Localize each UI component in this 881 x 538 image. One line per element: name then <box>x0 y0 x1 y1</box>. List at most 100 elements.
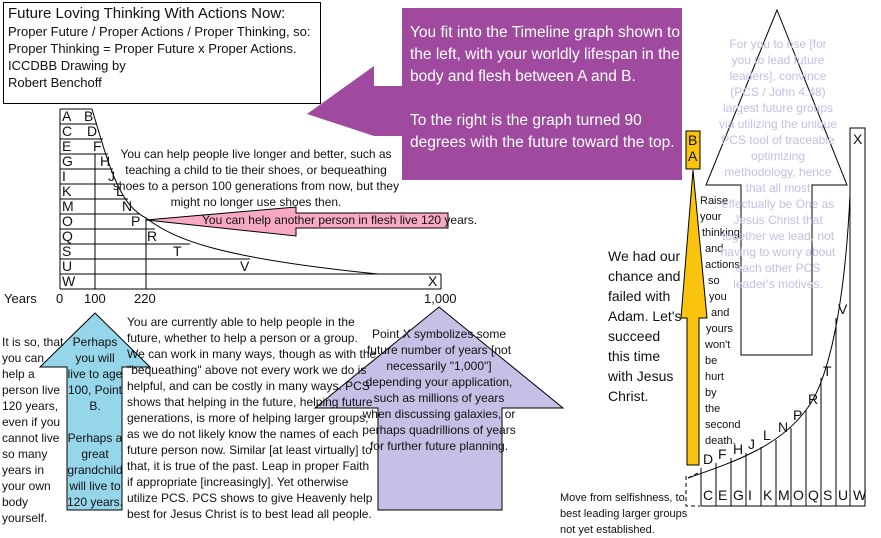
blue-arrow-text-1: Perhaps you will live to age 100, Point … <box>67 335 123 413</box>
timeline-letter-b: B <box>84 108 94 124</box>
timeline-grid <box>59 108 442 290</box>
rotated-letter-h: H <box>733 441 744 457</box>
tick-label: 100 <box>84 291 106 306</box>
timeline-letter-l: L <box>116 183 124 199</box>
help-note: You can help people live longer and bett… <box>112 147 400 209</box>
tick-label: 1,000 <box>424 291 457 306</box>
timeline-letter-k: K <box>62 183 72 199</box>
white-arrow-text: For you to rise [for you to lead future … <box>718 37 838 291</box>
raise-note-word: by <box>705 387 717 399</box>
raise-note-word: you <box>709 291 727 303</box>
rotated-letter-g: G <box>733 487 744 503</box>
raise-note-word: the <box>705 403 721 415</box>
rotated-letter-r: R <box>808 391 819 407</box>
timeline-letter-g: G <box>62 153 73 169</box>
title-line: Proper Thinking = Proper Future x Proper… <box>8 41 297 56</box>
adam-note: We had our chance and failed with Adam. … <box>608 248 682 404</box>
rotated-letter-f: F <box>718 446 727 462</box>
lavender-arrow <box>313 306 565 511</box>
pink-arrow <box>145 206 449 237</box>
raise-note-word: thinking <box>702 227 740 239</box>
tick-label: 0 <box>56 291 64 306</box>
timeline-letter-d: D <box>87 123 98 139</box>
diagram-shapes <box>38 8 866 511</box>
raise-note: Raise your thinking and actions so you and yours… <box>700 193 744 449</box>
rotated-letter-v: V <box>838 301 848 317</box>
title-line: Proper Future / Proper Actions / Proper … <box>8 24 311 39</box>
rotated-letter-t: T <box>823 363 832 379</box>
yellow-arrow <box>680 169 708 466</box>
lavender-arrow-text: Point X symbolizes some future number of… <box>362 327 516 453</box>
rotated-letter-s: S <box>823 487 833 503</box>
yellow-letter-a: A <box>688 148 698 164</box>
timeline-letter-i: I <box>62 168 66 184</box>
raise-note-word: second <box>705 419 741 431</box>
rotated-letter-k: K <box>763 487 773 503</box>
timeline-letter-w: W <box>62 273 76 289</box>
timeline-letter-t: T <box>173 243 182 259</box>
raise-note-word: actions <box>705 259 740 271</box>
rotated-letter-c: C <box>703 487 714 503</box>
timeline-letter-e: E <box>62 138 72 154</box>
raise-note-word: your <box>700 211 722 223</box>
axis-title: Years <box>4 291 37 306</box>
tick-label: 220 <box>134 291 156 306</box>
callout-paragraph: You fit into the Timeline graph shown to… <box>410 24 680 85</box>
timeline-letter-h: H <box>100 153 111 169</box>
purple-callout-text: You fit into the Timeline graph shown to… <box>410 22 682 176</box>
timeline-letter-v: V <box>240 258 250 274</box>
timeline-letter-q: Q <box>62 228 73 244</box>
timeline-letter-r: R <box>147 228 158 244</box>
rotated-letter-p: P <box>793 407 803 423</box>
rotated-letter-q: Q <box>808 487 819 503</box>
rotated-letter-m: M <box>778 487 790 503</box>
blue-arrow-text: Perhaps you will live to age 100, Point … <box>66 334 124 510</box>
rotated-letter-e: E <box>718 487 728 503</box>
timeline-letter-j: J <box>108 168 115 184</box>
timeline-letter-c: C <box>62 123 73 139</box>
rotated-letter-n: N <box>778 419 789 435</box>
raise-note-word: and <box>705 243 724 255</box>
rotated-graph <box>685 127 866 507</box>
left-pointing-arrow <box>307 66 404 136</box>
yellow-letter-b: B <box>688 132 698 148</box>
callout-paragraph: To the right is the graph turned 90 degr… <box>410 112 675 151</box>
title-box: Future Loving Thinking With Actions Now:… <box>3 2 321 104</box>
timeline-letter-x: X <box>428 273 438 289</box>
title-line: ICCDBB Drawing by <box>8 58 126 73</box>
rotated-letter-x: X <box>853 131 863 147</box>
move-note: Move from selfishness, to best leading l… <box>560 492 688 536</box>
raise-note-word: and <box>711 307 730 319</box>
white-up-arrow <box>705 8 848 356</box>
title-line: Robert Benchoff <box>8 75 102 90</box>
timeline-letter-s: S <box>62 243 72 259</box>
raise-note-word: death. <box>705 435 736 447</box>
rotated-letter-l: L <box>763 427 771 443</box>
purple-callout-box <box>402 8 682 180</box>
timeline-letter-u: U <box>62 258 73 274</box>
timeline-letter-f: F <box>93 138 102 154</box>
raise-note-word: yours <box>706 323 733 335</box>
rotated-letter-i: I <box>748 487 752 503</box>
timeline-letter-a: A <box>62 108 72 124</box>
pink-arrow-text: You can help another person in flesh liv… <box>202 213 478 227</box>
timeline-letter-n: N <box>122 198 133 214</box>
blue-arrow <box>38 312 152 511</box>
raise-note-word: Raise <box>700 195 729 207</box>
raise-note-word: so <box>708 275 720 287</box>
title-line: Future Loving Thinking With Actions Now: <box>8 5 286 22</box>
yellow-ba-box <box>685 130 701 170</box>
rotated-letter-o: O <box>793 487 804 503</box>
rotated-letter-j: J <box>748 436 755 452</box>
rotated-letter-w: W <box>853 487 867 503</box>
raise-note-word: won't <box>705 339 731 351</box>
timeline-letter-o: O <box>62 213 73 229</box>
rotated-letter-u: U <box>838 487 849 503</box>
timeline-letter-p: P <box>131 213 141 229</box>
rotated-letter-d: D <box>703 451 714 467</box>
left-note: It is so, that you can help a person liv… <box>2 335 64 525</box>
raise-note-word: hurt <box>705 371 724 383</box>
blue-arrow-text-2: Perhaps a great grandchild will live to … <box>66 431 124 509</box>
raise-note-word: be <box>705 355 718 367</box>
timeline-letter-m: M <box>62 198 74 214</box>
